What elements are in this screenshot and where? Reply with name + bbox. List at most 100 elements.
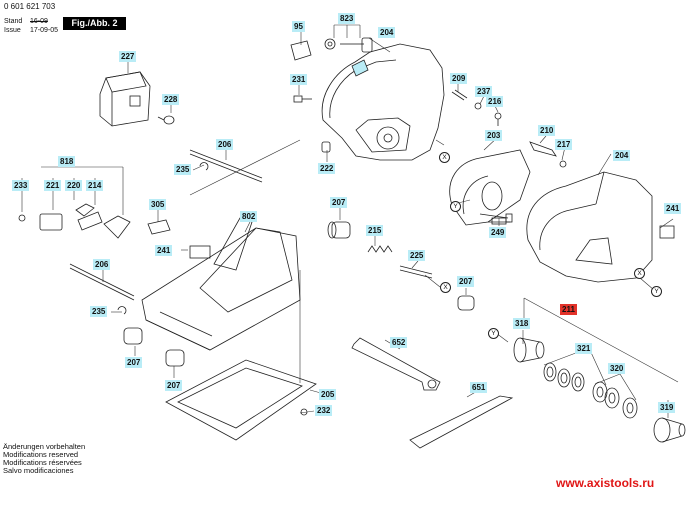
part-214-shape <box>103 215 131 239</box>
reference-marker-x-middle: X <box>440 282 451 293</box>
part-305-shape <box>147 219 171 235</box>
reference-marker-y-right: Y <box>651 286 662 297</box>
part-233-shape <box>18 214 26 222</box>
part-227-shape <box>99 71 151 127</box>
part-label-233[interactable]: 233 <box>12 180 30 191</box>
part-label-320[interactable]: 320 <box>608 363 626 374</box>
part-label-237[interactable]: 237 <box>475 86 493 97</box>
part-label-204[interactable]: 204 <box>378 27 396 38</box>
note-line-en: Modifications reserved <box>3 450 79 459</box>
part-232-shape <box>300 408 308 416</box>
part-651-shape <box>409 395 514 449</box>
part-label-802[interactable]: 802 <box>240 211 258 222</box>
part-label-241-right[interactable]: 241 <box>664 203 682 214</box>
issue-label: Issue <box>4 27 21 34</box>
note-line-es: Salvo modificaciones <box>3 466 74 475</box>
part-label-232[interactable]: 232 <box>315 405 333 416</box>
note-line-fr: Modifications réservées <box>3 458 82 467</box>
part-label-318[interactable]: 318 <box>513 318 531 329</box>
date-old: 16-09 <box>30 18 48 25</box>
part-label-210[interactable]: 210 <box>538 125 556 136</box>
part-320-shapes <box>592 381 638 419</box>
part-823-shape <box>324 37 373 53</box>
part-label-217[interactable]: 217 <box>555 139 573 150</box>
part-231-shape <box>293 95 312 103</box>
part-label-818[interactable]: 818 <box>58 156 76 167</box>
part-label-206-bottom[interactable]: 206 <box>93 259 111 270</box>
part-210-shape <box>529 141 557 157</box>
part-label-204-guard[interactable]: 204 <box>613 150 631 161</box>
part-206-rod-top-shape <box>189 149 263 183</box>
part-label-207-a[interactable]: 207 <box>330 197 348 208</box>
part-label-225[interactable]: 225 <box>408 250 426 261</box>
part-319-shape <box>653 417 686 443</box>
reference-marker-y-top: Y <box>450 201 461 212</box>
part-label-249[interactable]: 249 <box>489 227 507 238</box>
date-new: 17-09-05 <box>30 27 59 34</box>
part-652-shape <box>351 337 441 391</box>
part-228-shape <box>157 115 175 125</box>
reference-marker-x-top: X <box>439 152 450 163</box>
part-label-222[interactable]: 222 <box>318 163 336 174</box>
part-label-220[interactable]: 220 <box>65 180 83 191</box>
website-link[interactable]: www.axistools.ru <box>556 476 655 490</box>
part-label-231[interactable]: 231 <box>290 74 308 85</box>
part-label-203[interactable]: 203 <box>485 130 503 141</box>
part-label-214[interactable]: 214 <box>86 180 104 191</box>
part-321-shapes <box>543 362 585 392</box>
part-label-227[interactable]: 227 <box>119 51 137 62</box>
part-225-shape <box>399 265 433 279</box>
part-207-b-shape <box>457 295 475 311</box>
part-label-319[interactable]: 319 <box>658 402 676 413</box>
part-205-shape <box>165 359 317 441</box>
part-207-d-shape <box>165 349 185 367</box>
part-label-305[interactable]: 305 <box>149 199 167 210</box>
part-label-206-top[interactable]: 206 <box>216 139 234 150</box>
part-label-207-b[interactable]: 207 <box>457 276 475 287</box>
part-label-651[interactable]: 651 <box>470 382 488 393</box>
part-217-shape <box>559 160 567 168</box>
stand-label: Stand <box>4 18 23 25</box>
part-label-207-c[interactable]: 207 <box>125 357 143 368</box>
note-line-de: Änderungen vorbehalten <box>3 442 86 451</box>
stand-issue-labels: Stand Issue <box>4 17 22 35</box>
part-label-215[interactable]: 215 <box>366 225 384 236</box>
part-label-321[interactable]: 321 <box>575 343 593 354</box>
part-203-shape <box>449 149 531 226</box>
part-label-823[interactable]: 823 <box>338 13 356 24</box>
part-318-shape <box>513 337 545 363</box>
part-label-652[interactable]: 652 <box>390 337 408 348</box>
part-label-221[interactable]: 221 <box>44 180 62 191</box>
modification-notes: Änderungen vorbehalten Modifications res… <box>3 443 85 475</box>
part-label-209[interactable]: 209 <box>450 73 468 84</box>
part-204-guard-shape <box>526 171 653 283</box>
part-label-228[interactable]: 228 <box>162 94 180 105</box>
reference-marker-x-right: X <box>634 268 645 279</box>
part-label-95[interactable]: 95 <box>292 21 305 32</box>
part-216-shape <box>494 112 502 126</box>
part-label-205[interactable]: 205 <box>319 389 337 400</box>
part-249-shape <box>479 213 513 223</box>
part-207-a-shape <box>327 221 351 239</box>
part-241-right-shape <box>659 225 675 239</box>
part-label-241-left[interactable]: 241 <box>155 245 173 256</box>
document-number: 0 601 621 703 <box>4 2 56 11</box>
part-label-211[interactable]: 211 <box>560 304 577 315</box>
part-215-shape <box>367 245 393 253</box>
figure-label: Fig./Abb. 2 <box>63 17 126 30</box>
part-237-shape <box>474 102 482 110</box>
leader-lines <box>21 24 679 418</box>
part-818-a-shape <box>39 213 63 231</box>
part-95-shape <box>290 40 312 61</box>
part-235-bottom-shape <box>117 306 127 315</box>
part-209-shape <box>451 89 468 101</box>
part-label-235-bottom[interactable]: 235 <box>90 306 108 317</box>
part-818-b-shape <box>75 203 103 231</box>
part-label-207-d[interactable]: 207 <box>165 380 183 391</box>
part-label-235-top[interactable]: 235 <box>174 164 192 175</box>
part-235-top-shape <box>199 162 209 171</box>
reference-marker-y-kit: Y <box>488 328 499 339</box>
part-label-216[interactable]: 216 <box>486 96 504 107</box>
